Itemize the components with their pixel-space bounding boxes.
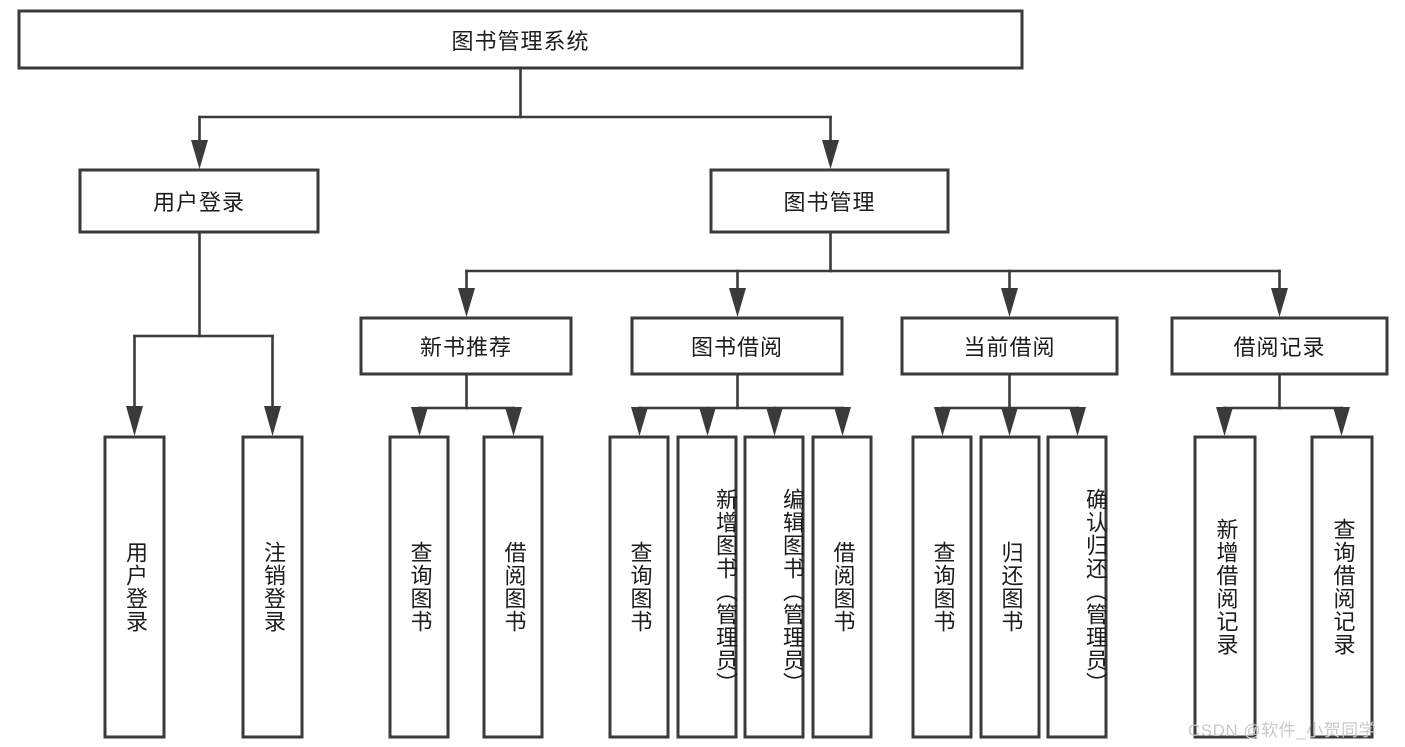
arrow-icon xyxy=(1001,288,1018,317)
arrow-icon xyxy=(126,406,143,436)
leaf-query-book-current[interactable] xyxy=(911,435,973,739)
node-new-book-recommend[interactable] xyxy=(359,316,573,376)
connector-book-borrow-to-leaves xyxy=(631,372,851,436)
arrow-icon xyxy=(729,288,746,317)
arrow-icon xyxy=(934,407,951,436)
connector-root-to-level1 xyxy=(191,66,839,169)
node-root[interactable] xyxy=(17,9,1024,70)
node-book-management[interactable] xyxy=(709,168,950,234)
arrow-icon xyxy=(1069,407,1086,436)
arrow-icon xyxy=(458,288,475,317)
leaf-edit-book-admin[interactable] xyxy=(743,435,805,739)
node-borrow-records[interactable] xyxy=(1170,316,1389,376)
leaf-user-login[interactable] xyxy=(103,435,166,739)
arrow-icon xyxy=(766,407,783,436)
arrow-icon xyxy=(699,407,716,436)
arrow-icon xyxy=(411,407,428,436)
arrow-icon xyxy=(822,140,839,169)
arrow-icon xyxy=(1271,288,1288,317)
arrow-icon xyxy=(1333,407,1350,436)
leaf-borrow-book-rec[interactable] xyxy=(482,435,544,739)
arrow-icon xyxy=(1001,407,1018,436)
node-book-borrowing[interactable] xyxy=(630,316,844,376)
arrow-icon xyxy=(1216,407,1233,436)
connector-book-mgmt-to-level2 xyxy=(458,230,1288,317)
leaf-query-book-borrow[interactable] xyxy=(608,435,670,739)
arrow-icon xyxy=(834,407,851,436)
leaf-add-borrow-record[interactable] xyxy=(1193,435,1257,739)
connector-current-borrow-to-leaves xyxy=(934,372,1086,436)
arrow-icon xyxy=(505,407,522,436)
leaf-borrow-book[interactable] xyxy=(811,435,873,739)
watermark: CSDN @软件_小贺同学 xyxy=(1188,721,1377,740)
leaf-query-book-rec[interactable] xyxy=(388,435,450,739)
connector-user-login-to-leaves xyxy=(126,230,281,436)
connector-borrow-record-to-leaves xyxy=(1216,372,1350,436)
node-user-login[interactable] xyxy=(78,168,320,234)
arrow-icon xyxy=(631,407,648,436)
leaf-query-borrow-record[interactable] xyxy=(1310,435,1374,739)
arrow-icon xyxy=(264,406,281,436)
leaf-logout[interactable] xyxy=(241,435,304,739)
node-current-borrowing[interactable] xyxy=(900,316,1119,376)
leaf-return-book[interactable] xyxy=(979,435,1041,739)
leaf-add-book-admin[interactable] xyxy=(676,435,738,739)
connector-new-book-rec-to-leaves xyxy=(411,372,522,436)
leaf-confirm-return-admin[interactable] xyxy=(1046,435,1108,739)
arrow-icon xyxy=(191,140,208,169)
